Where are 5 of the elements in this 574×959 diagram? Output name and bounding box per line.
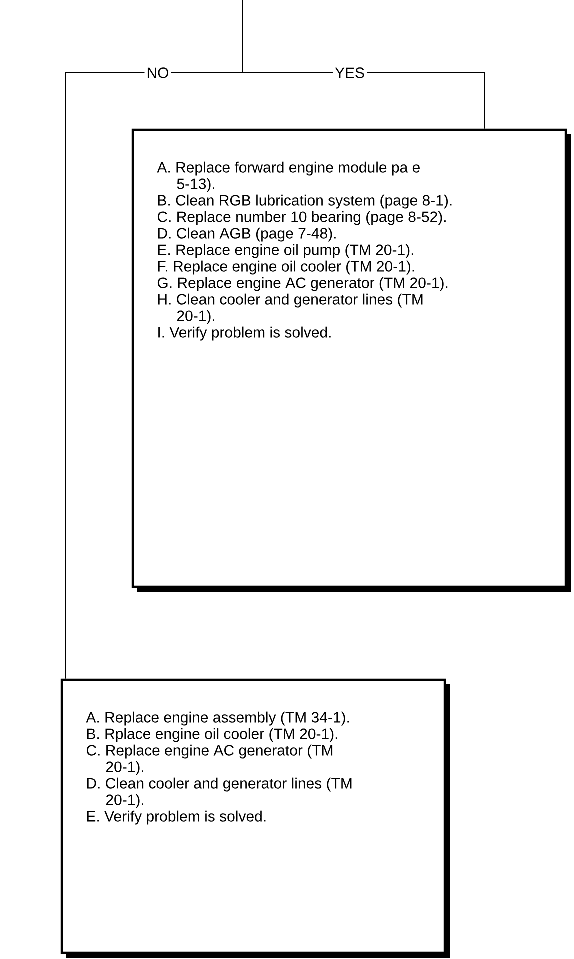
step-box: A. Replace forward engine module pa e 5-13). B. Clean RGB lubrication system (page 8-1). C. Replace number 10 bearing (page 8-52). D. Clean AGB (page 7-48). E. Replace engine oil pump (TM 20-1). F. Replace engine oil cooler (TM 20-1). G. Replace engine AC generator (TM 20-1). H. Clean cooler and generator lines (TM 20-1). I. Verify problem is solved. [132, 128, 571, 592]
edge-label: YES [333, 66, 367, 80]
edge-label: NO [144, 66, 172, 80]
step-box: A. Replace engine assembly (TM 34-1). B. Rplace engine oil cooler (TM 20-1). C. Replace engine AC generator (TM 20-1). D. Clean cooler and generator lines (TM 20-1). E. Verify problem is solved. [60, 678, 450, 958]
connector-line [66, 0, 244, 680]
